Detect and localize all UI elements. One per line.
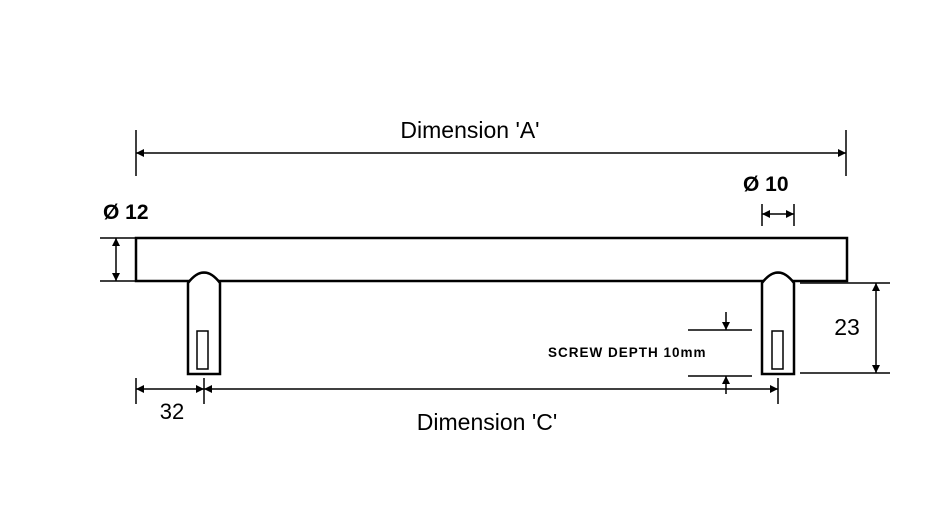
leg-height-label: 23 bbox=[834, 314, 860, 340]
bar-diameter-label: Ø 12 bbox=[103, 201, 149, 224]
dimension-a-label: Dimension 'A' bbox=[400, 117, 539, 143]
left-leg bbox=[186, 271, 222, 376]
left-screw-hole bbox=[196, 330, 209, 370]
offset-label: 32 bbox=[160, 399, 184, 424]
dimension-c-group: Dimension 'C' bbox=[204, 378, 779, 435]
screw-depth-label: SCREW DEPTH 10mm bbox=[548, 345, 707, 360]
bar-diameter-group: Ø 12 bbox=[100, 201, 149, 282]
screw-depth-group: SCREW DEPTH 10mm bbox=[548, 312, 752, 394]
right-screw-hole bbox=[771, 330, 784, 370]
offset-group: 32 bbox=[135, 378, 205, 424]
dimension-c-label: Dimension 'C' bbox=[417, 409, 557, 435]
leg-diameter-group: Ø 10 bbox=[743, 173, 795, 226]
dimension-a-group: Dimension 'A' bbox=[135, 117, 847, 176]
right-leg bbox=[760, 271, 796, 376]
handle-bar bbox=[134, 236, 849, 283]
leg-diameter-label: Ø 10 bbox=[743, 173, 789, 196]
leg-height-group: 23 bbox=[800, 282, 890, 374]
